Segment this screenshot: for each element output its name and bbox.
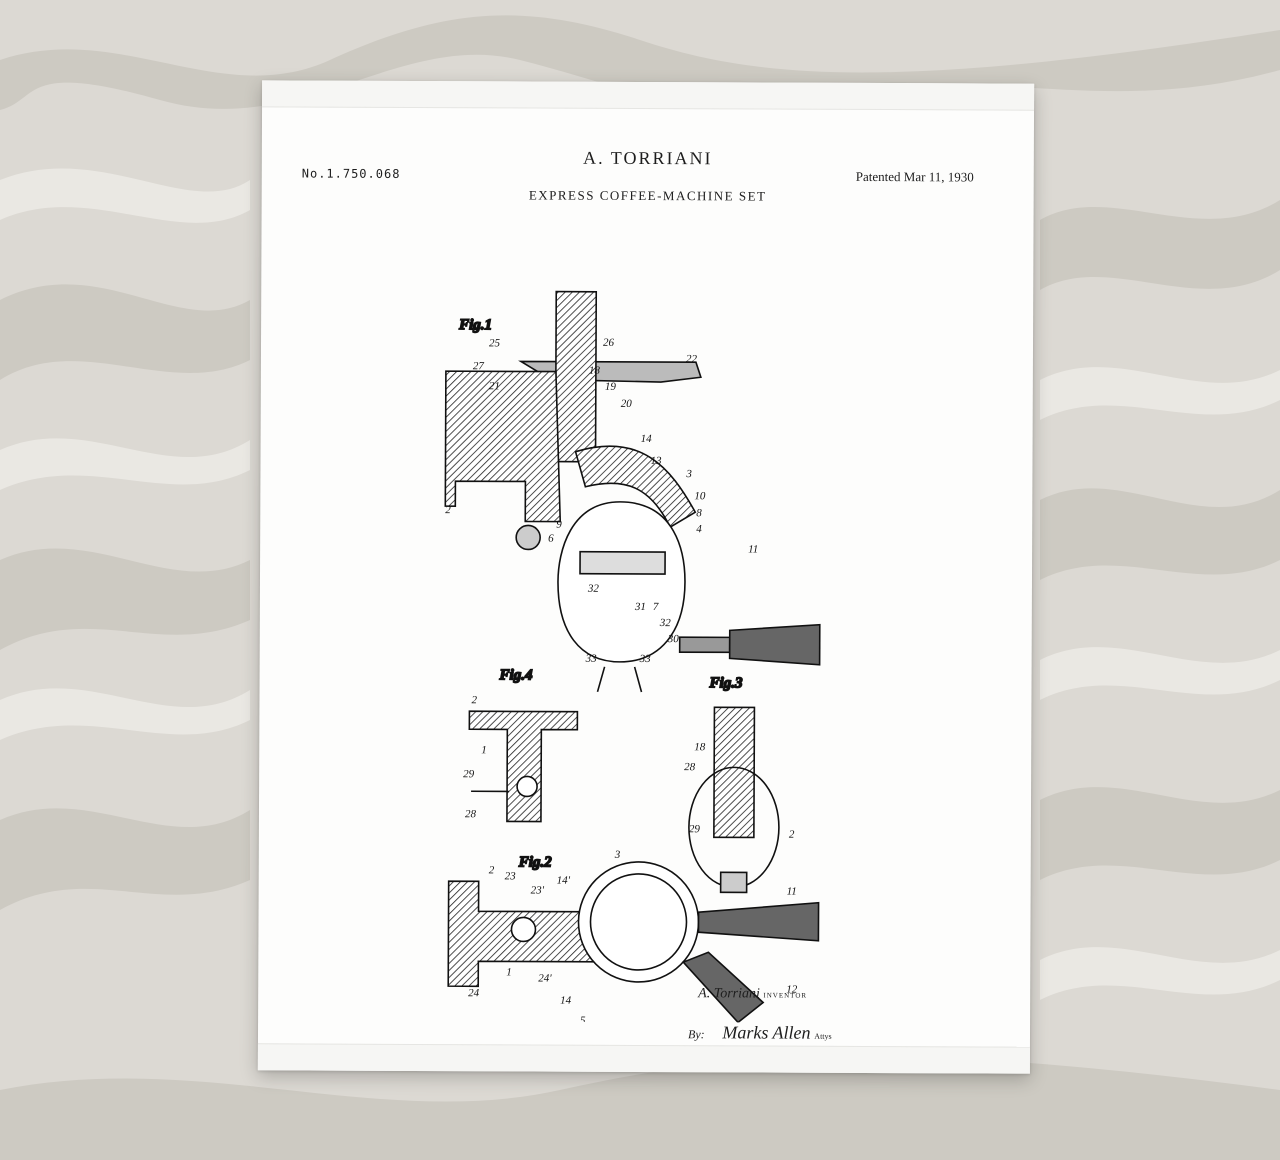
svg-text:9: 9 [556, 519, 562, 531]
svg-text:18: 18 [589, 365, 601, 377]
fig1-label: Fig.1 [458, 317, 492, 333]
fig2-pivot [510, 916, 537, 943]
svg-text:32: 32 [587, 583, 600, 595]
inventor-name: A. TORRIANI [583, 147, 713, 169]
fig1-handle [728, 623, 821, 666]
svg-text:20: 20 [621, 398, 633, 410]
fig4-pin [516, 775, 538, 798]
svg-text:28: 28 [465, 808, 477, 820]
svg-text:2: 2 [471, 694, 477, 706]
svg-text:33: 33 [639, 653, 652, 665]
patent-number: No.1.750.068 [301, 166, 401, 181]
svg-text:3: 3 [685, 468, 692, 480]
attorney-by-label: By: [687, 1027, 705, 1042]
svg-text:33: 33 [585, 653, 598, 665]
fig3-valve-section [713, 706, 756, 839]
fig2-cup-inner [589, 873, 688, 971]
svg-text:29: 29 [689, 823, 701, 835]
svg-text:3: 3 [614, 849, 621, 861]
attorney-signature-name: Marks Allen [722, 1022, 811, 1043]
attorney-signature: By: Marks Allen Attys [688, 1022, 832, 1044]
svg-text:13: 13 [650, 455, 662, 467]
svg-text:14': 14' [557, 875, 571, 887]
svg-text:14: 14 [641, 433, 653, 445]
svg-text:2: 2 [489, 864, 495, 876]
patent-drawing: Fig.1 Fig.4 Fig.3 Fig.2 [444, 290, 821, 1023]
svg-text:19: 19 [605, 381, 617, 393]
fig2-handle-upper [697, 901, 820, 942]
svg-text:10: 10 [694, 490, 706, 502]
svg-text:4: 4 [696, 523, 702, 535]
svg-text:23': 23' [531, 884, 545, 896]
svg-text:26: 26 [603, 337, 615, 349]
inventor-signature-name: A. Torriani [698, 986, 760, 1002]
fig1-filter-basket [579, 550, 666, 575]
fig4-label: Fig.4 [499, 667, 533, 683]
svg-text:32: 32 [659, 617, 672, 629]
patent-title: EXPRESS COFFEE-MACHINE SET [528, 187, 767, 204]
svg-text:31: 31 [634, 601, 646, 613]
svg-text:12: 12 [786, 984, 798, 996]
svg-text:21: 21 [489, 380, 500, 392]
attorney-signature-role: Attys [814, 1031, 832, 1041]
fig1-spouts [596, 666, 643, 693]
svg-text:2: 2 [445, 504, 451, 516]
svg-text:27: 27 [473, 360, 485, 372]
svg-text:11: 11 [787, 886, 797, 898]
svg-text:23: 23 [505, 870, 517, 882]
svg-text:11: 11 [748, 543, 758, 555]
inventor-signature: A. Torriani INVENTOR [698, 986, 807, 1002]
svg-text:14: 14 [560, 995, 572, 1007]
towel-bottom-hem [257, 1043, 1030, 1074]
svg-text:1: 1 [481, 744, 487, 756]
fig1-handle-collar [678, 636, 731, 654]
svg-text:22: 22 [686, 353, 698, 365]
fig1-nut [515, 524, 541, 551]
svg-text:24': 24' [538, 973, 552, 985]
fig1-spout-arm [574, 445, 697, 529]
fig2-cup-outline [577, 861, 700, 983]
patent-date: Patented Mar 11, 1930 [855, 168, 974, 185]
fig2-label: Fig.2 [518, 854, 552, 870]
fig1-group-head [444, 370, 562, 523]
svg-text:30: 30 [667, 633, 680, 645]
svg-text:6: 6 [548, 533, 554, 545]
svg-text:5: 5 [580, 1015, 586, 1023]
fig1-portafilter-cup [557, 501, 686, 663]
svg-text:29: 29 [463, 768, 475, 780]
svg-text:18: 18 [694, 741, 706, 753]
svg-text:1: 1 [506, 966, 512, 978]
svg-text:8: 8 [696, 507, 702, 519]
fig3-label: Fig.3 [709, 675, 743, 691]
svg-text:28: 28 [684, 761, 696, 773]
fig3-outlet [719, 871, 748, 894]
reference-numerals: 22 25 26 27 21 18 19 20 14 13 3 10 8 4 1… [445, 337, 798, 1023]
towel-top-hem [262, 80, 1035, 111]
svg-text:7: 7 [653, 601, 659, 613]
svg-text:2: 2 [789, 829, 795, 841]
fig4-bracket [468, 710, 579, 823]
patent-print-towel: No.1.750.068 A. TORRIANI Patented Mar 11… [257, 80, 1035, 1074]
fig2-handle-lower [681, 951, 765, 1023]
svg-text:25: 25 [489, 337, 501, 349]
svg-text:24: 24 [468, 987, 480, 999]
inventor-signature-role: INVENTOR [763, 991, 808, 1000]
